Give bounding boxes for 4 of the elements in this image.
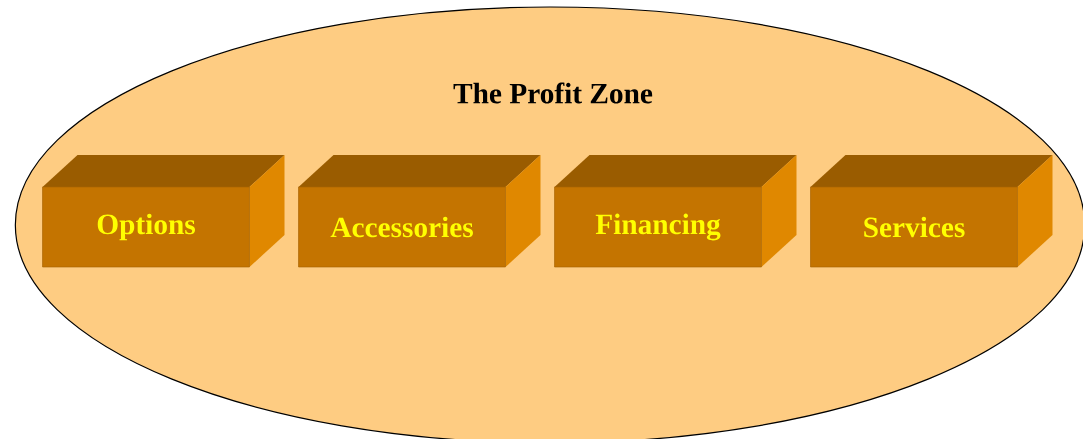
block-box: Financing	[554, 155, 797, 268]
block-box: Accessories	[298, 155, 541, 268]
block-box: Services	[810, 155, 1053, 268]
block-box: Options	[42, 155, 285, 268]
